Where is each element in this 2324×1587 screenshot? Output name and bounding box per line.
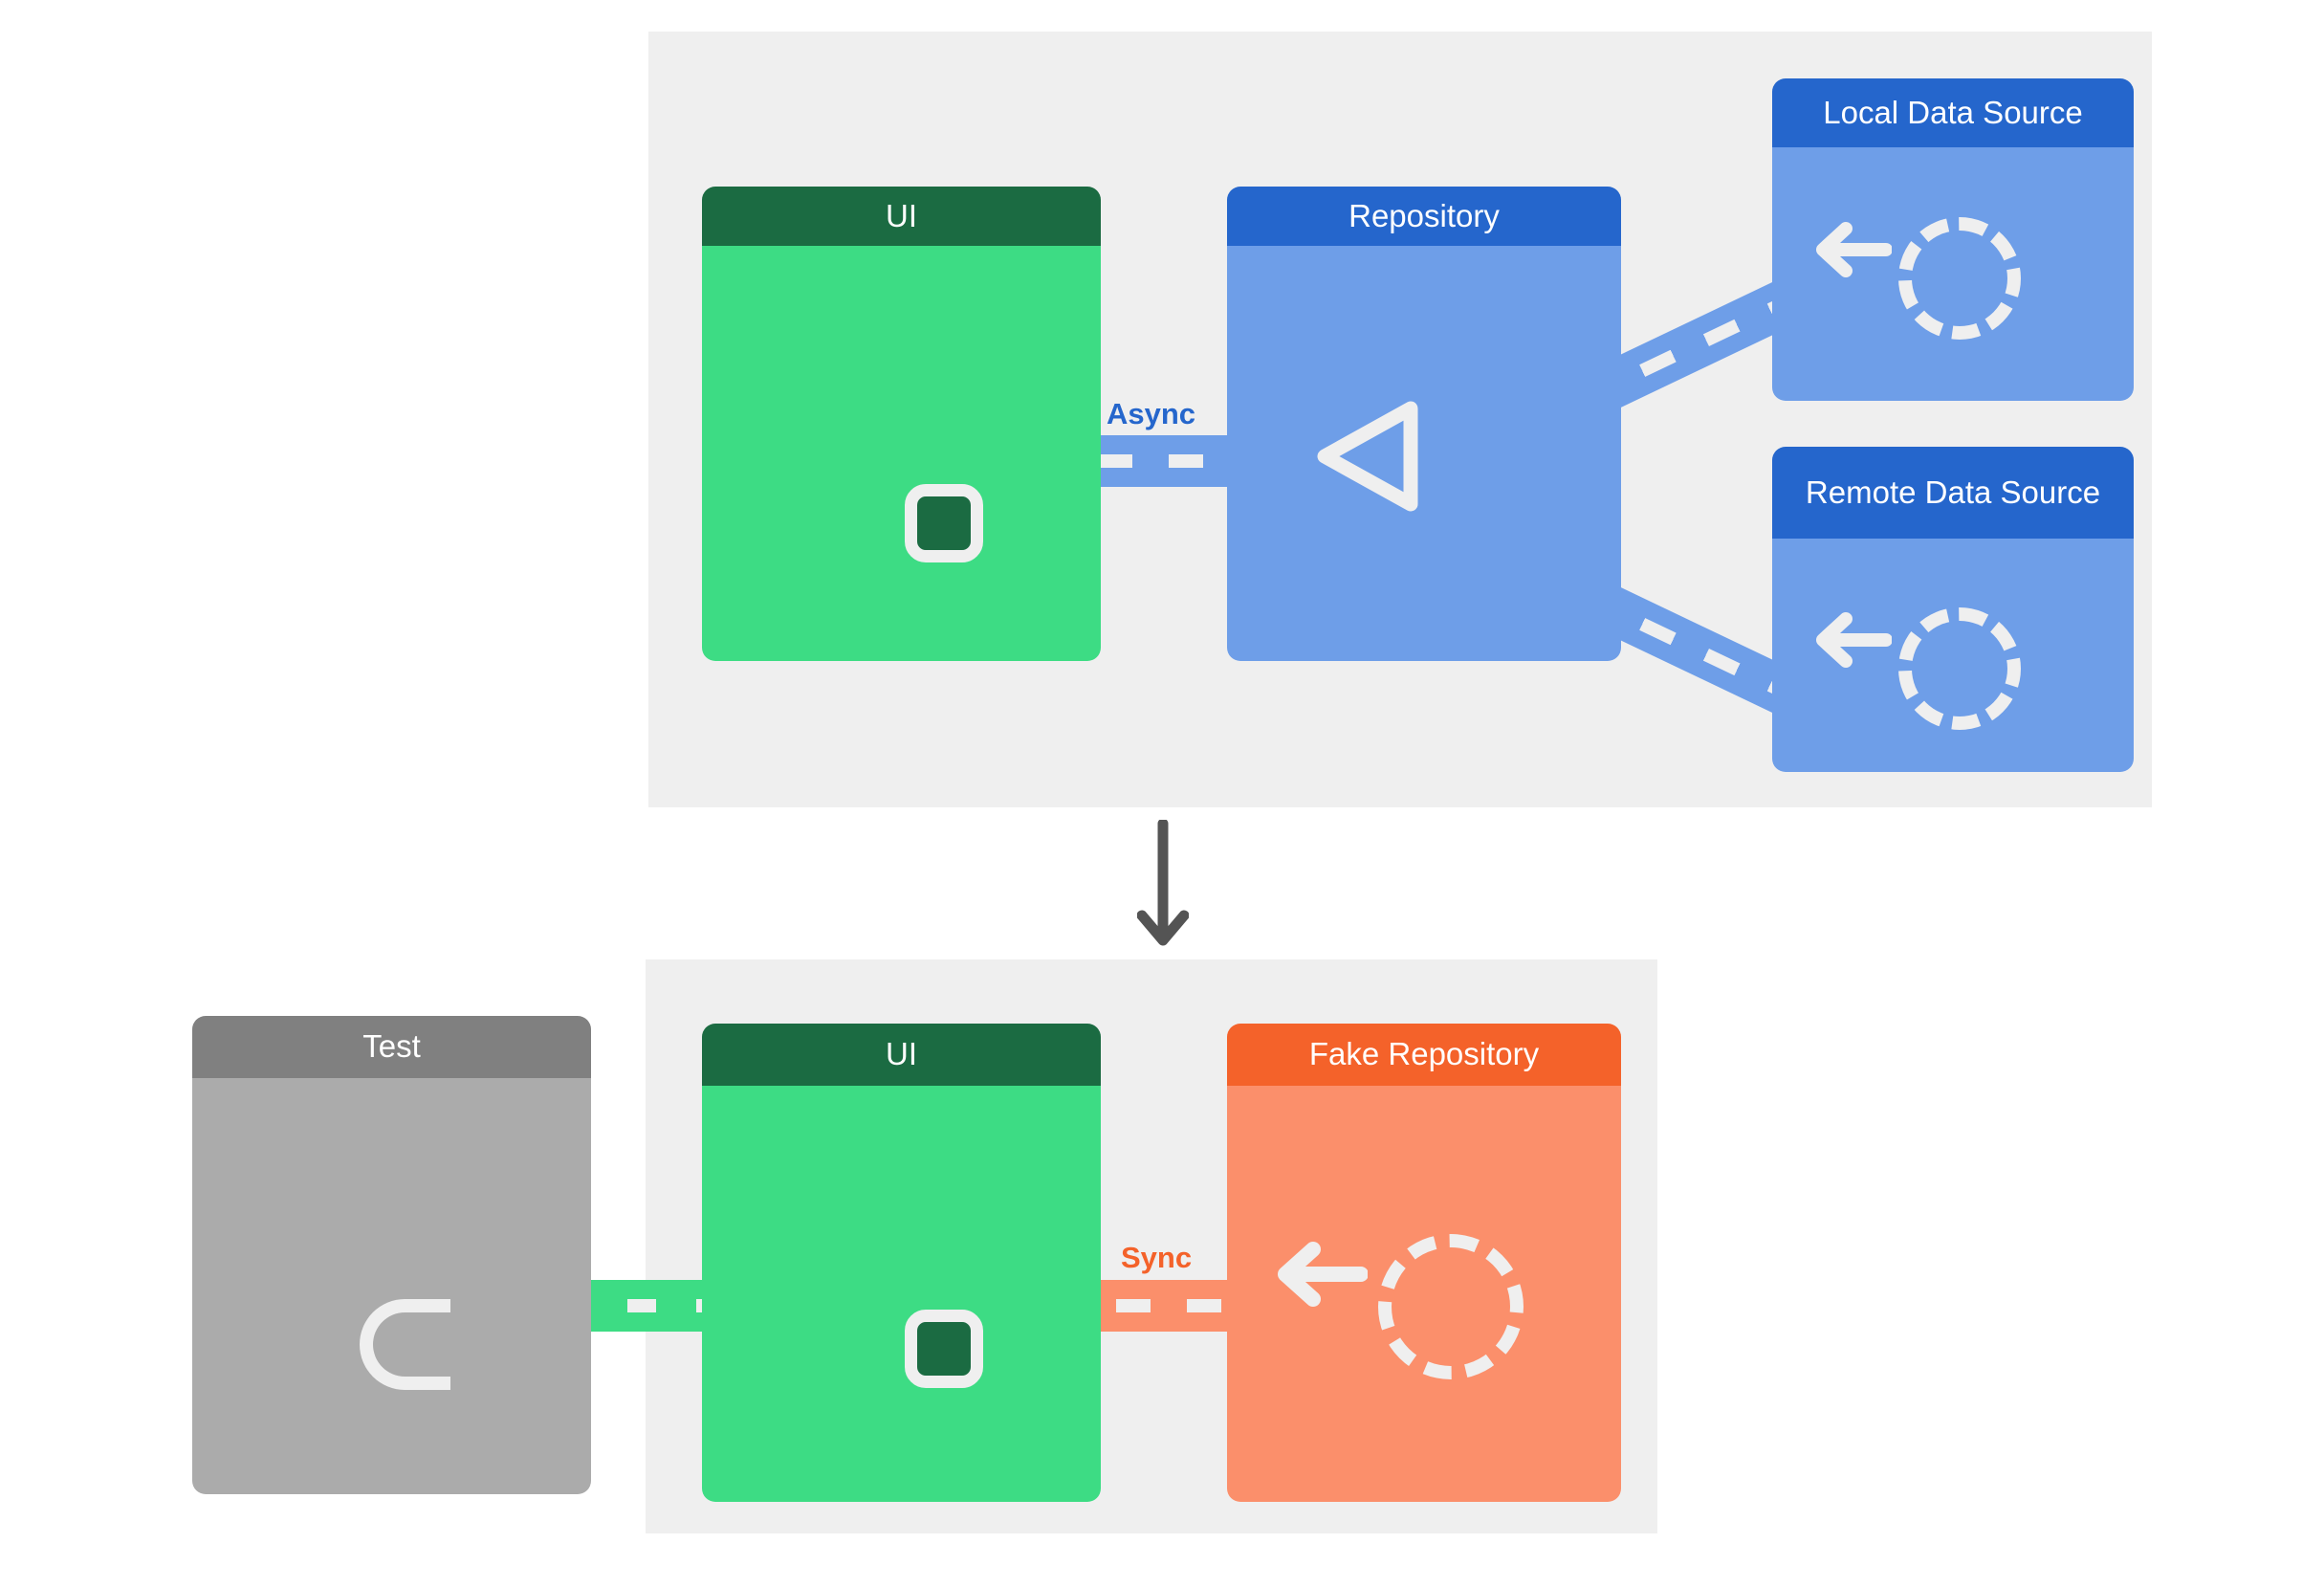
card-body xyxy=(1772,147,2134,401)
card-repository[interactable]: Repository xyxy=(1227,187,1621,661)
card-remote-data-source[interactable]: Remote Data Source xyxy=(1772,447,2134,772)
card-title: Test xyxy=(192,1016,591,1078)
connection-label-async: Async xyxy=(1107,397,1196,430)
card-test[interactable]: Test xyxy=(192,1016,591,1494)
card-title: UI xyxy=(702,187,1101,246)
card-title: UI xyxy=(702,1024,1101,1086)
card-body xyxy=(1227,246,1621,661)
card-fake-repository[interactable]: Fake Repository xyxy=(1227,1024,1621,1502)
dashed-circle-icon xyxy=(1378,1234,1524,1379)
d-socket-icon xyxy=(360,1299,450,1390)
arrow-left-icon xyxy=(1278,1242,1368,1307)
splitter-triangle-icon xyxy=(1317,401,1418,512)
arrow-left-icon xyxy=(1816,222,1892,277)
card-ui-test[interactable]: UI xyxy=(702,1024,1101,1502)
down-arrow-icon xyxy=(1137,820,1189,946)
card-title: Local Data Source xyxy=(1772,78,2134,147)
card-body xyxy=(702,1086,1101,1502)
dashed-circle-icon xyxy=(1898,217,2021,340)
card-local-data-source[interactable]: Local Data Source xyxy=(1772,78,2134,401)
arrow-left-icon xyxy=(1816,612,1892,668)
card-body xyxy=(1227,1086,1621,1502)
card-title: Remote Data Source xyxy=(1772,447,2134,539)
card-body xyxy=(192,1078,591,1494)
square-socket-icon xyxy=(905,1310,983,1388)
square-socket-icon xyxy=(905,484,983,562)
card-title: Fake Repository xyxy=(1227,1024,1621,1086)
card-body xyxy=(702,246,1101,661)
card-title: Repository xyxy=(1227,187,1621,246)
connection-label-sync: Sync xyxy=(1121,1241,1193,1274)
card-body xyxy=(1772,539,2134,772)
card-ui-production[interactable]: UI xyxy=(702,187,1101,661)
dashed-circle-icon xyxy=(1898,607,2021,730)
